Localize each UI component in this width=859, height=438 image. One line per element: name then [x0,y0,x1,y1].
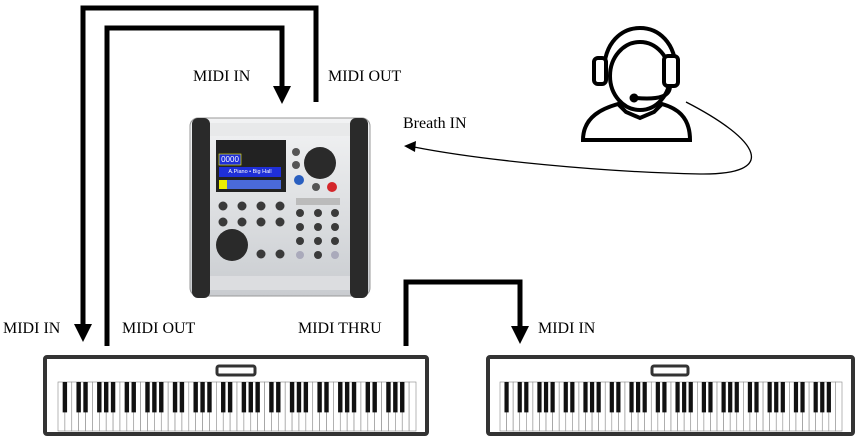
black-key [734,382,739,413]
black-key [504,382,509,413]
black-key [524,382,529,413]
black-key [172,382,178,413]
black-key [241,382,247,413]
black-key [616,382,621,413]
black-key [97,382,102,413]
device-midi-in-label: MIDI IN [193,68,251,85]
black-key [662,382,667,413]
black-key [221,382,226,413]
white-key [408,381,417,432]
black-key [708,382,713,413]
keyboard-2 [486,355,855,436]
black-key [655,382,660,413]
black-key [386,382,391,413]
breath-cable [413,101,752,175]
black-key [400,382,405,413]
midi-controller-device [189,117,371,298]
black-key [289,382,295,413]
cable-device-out-to-kb1-in [80,5,319,326]
black-key [642,382,647,413]
keyboard-1 [43,355,429,436]
black-key [324,382,329,413]
midi-cables [80,5,523,346]
black-key [596,382,601,413]
arrow-down-icon [511,326,529,344]
black-key [563,382,568,413]
black-key [269,382,274,413]
black-key [207,382,212,413]
black-key [629,382,634,413]
arrow-down-icon [74,324,92,342]
black-key [721,382,726,413]
black-key [83,382,88,413]
keyboard-1-midi-thru-label: MIDI THRU [298,320,382,337]
black-key [543,382,549,413]
black-key [62,382,68,413]
headset-person-icon [580,25,693,142]
black-key [826,382,831,413]
black-key [688,382,693,413]
black-key [145,382,150,413]
breath-in-label: Breath IN [403,115,467,132]
black-key [131,382,136,413]
screen-patch-name: A.Piano • Big Hall [228,169,272,175]
black-key [701,382,706,413]
black-key [747,382,753,413]
black-key [393,382,398,413]
black-key [193,382,198,413]
black-key [76,382,81,413]
black-key [813,382,818,413]
black-key [338,382,343,413]
black-key [351,382,357,413]
black-key [728,382,733,413]
black-key [793,382,799,413]
black-key [550,382,555,413]
black-key [675,382,680,413]
black-key [780,382,785,413]
screen-counter: 0000 [221,155,239,164]
keyboard-1-midi-in-label: MIDI IN [3,320,61,337]
arrowheads [74,86,529,344]
cable-kb1-thru-to-kb2-in [403,279,523,346]
white-key [835,381,843,432]
arrow-down-icon [273,86,291,104]
keyboard-1-midi-out-label: MIDI OUT [122,320,196,337]
black-key [124,382,130,413]
black-key [609,382,614,413]
black-key [372,382,377,413]
black-key [682,382,687,413]
black-key [103,382,109,413]
black-key [248,382,253,413]
black-key [179,382,185,413]
black-key [255,382,260,413]
black-key [110,382,116,413]
keyboard-2-midi-in-label: MIDI IN [538,320,596,337]
black-key [200,382,205,413]
black-key [774,382,779,413]
black-key [767,382,772,413]
black-key [636,382,641,413]
black-key [344,382,350,413]
black-key [227,382,233,413]
black-key [317,382,322,413]
black-key [152,382,157,413]
device-midi-out-label: MIDI OUT [328,68,402,85]
black-key [276,382,281,413]
black-key [570,382,575,413]
black-key [303,382,309,413]
black-key [159,382,164,413]
black-key [820,382,825,413]
black-key [296,382,302,413]
black-key [537,382,542,413]
black-key [517,382,522,413]
black-key [754,382,759,413]
black-key [589,382,595,413]
black-key [800,382,805,413]
black-key [365,382,371,413]
breath-arrow-icon [404,141,416,152]
cable-kb1-out-to-device-in [104,25,285,346]
black-key [583,382,588,413]
